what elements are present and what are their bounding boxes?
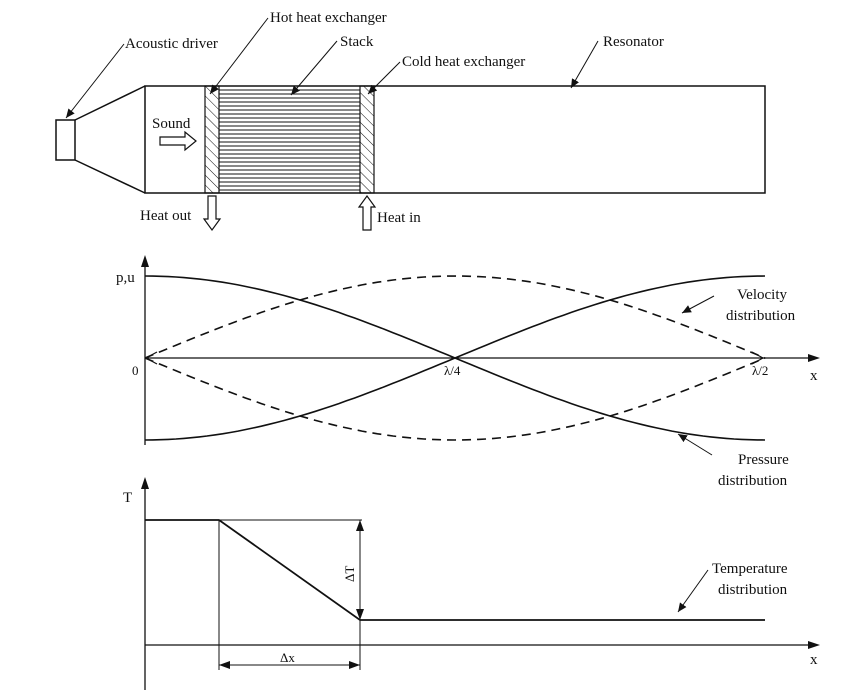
cold-heat-exchanger bbox=[359, 85, 375, 194]
temperature-curve bbox=[145, 519, 765, 621]
stack-plates bbox=[219, 89, 360, 191]
delta-x-arrow-right bbox=[349, 661, 360, 669]
wave-x-axis-arrowhead bbox=[808, 354, 820, 362]
resonator-tube bbox=[144, 85, 766, 194]
delta-t-arrow-top bbox=[356, 520, 364, 531]
sound-label: Sound bbox=[152, 116, 191, 132]
delta-x-label: Δx bbox=[280, 650, 295, 665]
heat-in-arrow bbox=[357, 194, 377, 231]
tick-quarter-wavelength: λ/4 bbox=[444, 363, 461, 378]
wave-y-axis-arrowhead bbox=[141, 255, 149, 267]
device-schematic: Sound Heat out Heat in Acoustic driver H… bbox=[55, 10, 766, 232]
velocity-curve-lower bbox=[144, 357, 766, 441]
stack-label: Stack bbox=[340, 34, 374, 50]
cold-heat-exchanger-leader bbox=[367, 61, 401, 95]
temperature-label-line2: distribution bbox=[718, 582, 788, 598]
temperature-label-line1: Temperature bbox=[712, 561, 788, 577]
velocity-label-line1: Velocity bbox=[737, 287, 787, 303]
hot-heat-exchanger-label: Hot heat exchanger bbox=[270, 10, 387, 26]
acoustic-driver-cone bbox=[74, 85, 146, 194]
temp-y-axis-label: T bbox=[123, 490, 132, 506]
pressure-leader bbox=[677, 433, 713, 456]
pressure-label-line1: Pressure bbox=[738, 452, 789, 468]
heat-out-label: Heat out bbox=[140, 208, 192, 224]
acoustic-driver-leader bbox=[65, 43, 125, 119]
wave-plot: p,u x 0 λ/4 λ/2 Velocity distribution Pr… bbox=[116, 255, 820, 489]
acoustic-driver-label: Acoustic driver bbox=[125, 36, 218, 52]
hot-heat-exchanger-leader bbox=[209, 17, 269, 95]
temp-x-axis-arrowhead bbox=[808, 641, 820, 649]
velocity-leader bbox=[681, 295, 715, 314]
cold-heat-exchanger-label: Cold heat exchanger bbox=[402, 54, 525, 70]
delta-t-arrow-bottom bbox=[356, 609, 364, 620]
velocity-curve-upper bbox=[144, 275, 766, 359]
pressure-label-line2: distribution bbox=[718, 473, 788, 489]
delta-t-label: ΔT bbox=[342, 566, 357, 582]
velocity-label-line2: distribution bbox=[726, 308, 796, 324]
tick-origin: 0 bbox=[132, 363, 139, 378]
temp-y-axis-arrowhead bbox=[141, 477, 149, 489]
stack-leader bbox=[290, 40, 338, 96]
wave-y-axis-label: p,u bbox=[116, 270, 135, 286]
acoustic-driver-box bbox=[55, 119, 76, 161]
resonator-label: Resonator bbox=[603, 34, 664, 50]
temperature-leader bbox=[677, 569, 709, 613]
pressure-curve-lower bbox=[144, 275, 766, 441]
tick-half-wavelength: λ/2 bbox=[752, 363, 768, 378]
delta-x-arrow-left bbox=[219, 661, 230, 669]
resonator-leader bbox=[570, 40, 599, 89]
heat-out-arrow bbox=[202, 195, 222, 232]
temperature-plot: T x ΔT Δx Temperature distribution bbox=[123, 477, 820, 690]
hot-heat-exchanger bbox=[204, 85, 220, 194]
temp-x-axis-label: x bbox=[810, 652, 818, 668]
wave-x-axis-label: x bbox=[810, 368, 818, 384]
sound-arrow bbox=[159, 130, 197, 152]
heat-in-label: Heat in bbox=[377, 210, 421, 226]
